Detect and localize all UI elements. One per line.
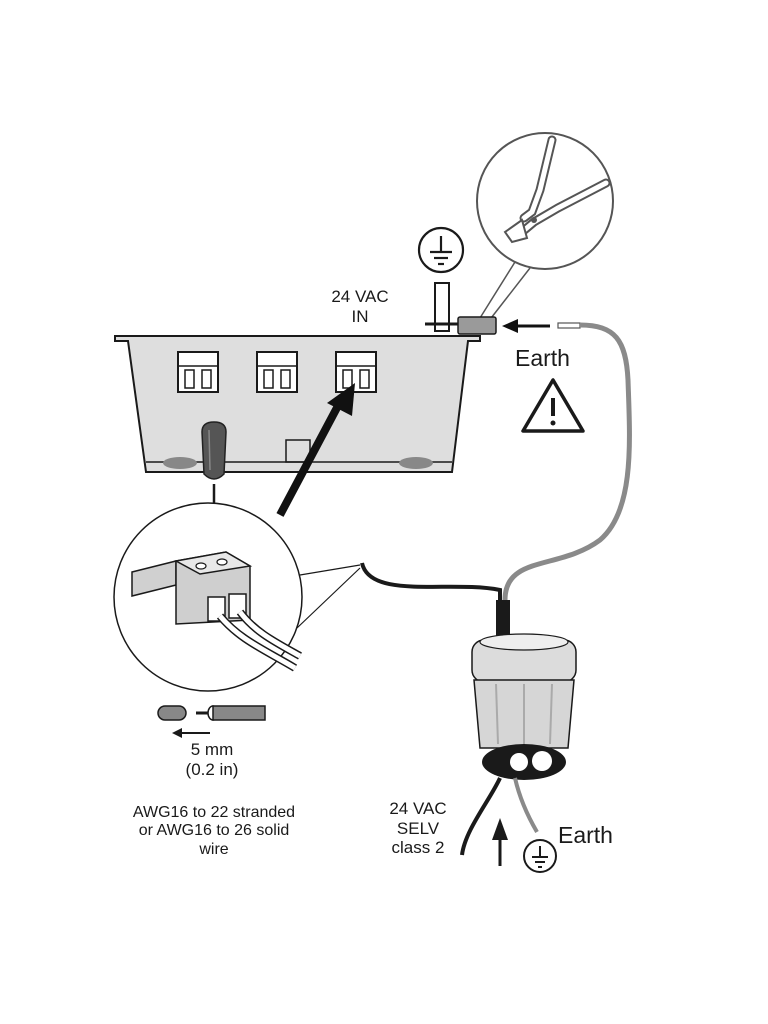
- earth-label-bottom: Earth: [558, 822, 613, 848]
- supply-line2: SELV: [396, 818, 440, 838]
- terminal-block-icon: [177, 351, 377, 393]
- power-in-line2: IN: [351, 306, 369, 326]
- warning-icon: [521, 378, 585, 433]
- wire-spec-line3: wire: [199, 840, 229, 858]
- device-housing: [114, 322, 481, 473]
- earth-post: [434, 282, 450, 332]
- pliers-icon: [476, 132, 614, 323]
- power-in-label: 24 VAC IN: [300, 287, 420, 326]
- power-in-line1: 24 VAC: [331, 287, 389, 306]
- supply-live-wire: [460, 777, 502, 856]
- supply-arrow: [492, 818, 508, 866]
- wire-spec-line1: AWG16 to 22 stranded: [132, 804, 296, 821]
- supply-earth-wire: [513, 777, 539, 834]
- cable-gland-icon: [471, 633, 577, 780]
- wire-spec-line2: or AWG16 to 26 solid: [138, 822, 290, 840]
- earth-label-top: Earth: [515, 345, 570, 371]
- terminal-detail: [113, 502, 361, 692]
- supply-line1: 24 VAC: [389, 799, 447, 818]
- earth-arrow: [502, 319, 550, 333]
- strip-length-in: (0.2 in): [185, 759, 239, 779]
- earth-terminal: [457, 316, 497, 335]
- supply-label: 24 VAC SELV class 2: [368, 799, 468, 858]
- wire-strip-icon: [157, 705, 266, 738]
- power-wire: [360, 562, 502, 600]
- supply-line3: class 2: [391, 838, 445, 858]
- ground-icon: [523, 839, 557, 873]
- insert-arrow: [276, 383, 355, 517]
- strip-length-mm: 5 mm: [190, 740, 234, 759]
- earth-wire: [502, 322, 632, 601]
- ground-icon: [417, 226, 465, 274]
- earth-wire-end: [557, 322, 581, 329]
- strip-length-label: 5 mm (0.2 in): [150, 740, 274, 779]
- wire-spec-label: AWG16 to 22 stranded or AWG16 to 26 soli…: [104, 804, 324, 859]
